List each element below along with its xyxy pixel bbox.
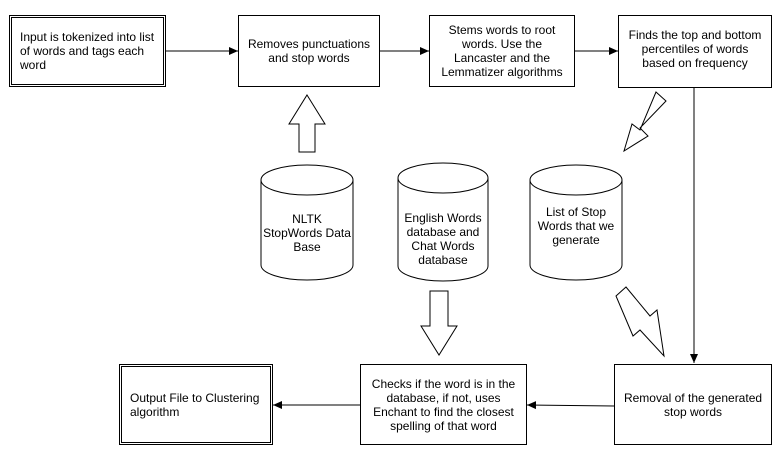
- arrow-removal-to-checks: [526, 401, 615, 410]
- block-arrow-nltk-up: [288, 94, 326, 153]
- node-tokenize-label: Input is tokenized into list of words an…: [20, 30, 155, 72]
- cylinder-generated-label: List of Stop Words that we generate: [536, 198, 616, 254]
- node-find-percentiles-label: Finds the top and bottom percentiles of …: [628, 28, 762, 70]
- node-stem-words-label: Stems words to root words. Use the Lanca…: [441, 23, 563, 79]
- cylinder-english-chat-words: [397, 162, 489, 282]
- node-remove-punctuation-label: Removes punctuations and stop words: [247, 37, 371, 65]
- cylinder-generated-text: List of Stop Words that we generate: [537, 205, 615, 247]
- cylinder-nltk-stopwords: [260, 164, 354, 281]
- node-find-percentiles: Finds the top and bottom percentiles of …: [618, 15, 772, 88]
- node-check-database: Checks if the word is in the database, i…: [360, 364, 527, 445]
- block-arrow-to-generated-list: [623, 91, 667, 153]
- node-output-file-label: Output File to Clustering algorithm: [130, 391, 260, 419]
- node-output-file: Output File to Clustering algorithm: [119, 364, 273, 445]
- block-arrow-english-down: [420, 290, 458, 356]
- node-remove-generated: Removal of the generated stop words: [614, 364, 772, 445]
- cylinder-nltk-label: NLTK StopWords Data Base: [263, 205, 351, 261]
- node-remove-punctuation: Removes punctuations and stop words: [238, 15, 380, 87]
- node-stem-words: Stems words to root words. Use the Lanca…: [429, 15, 575, 87]
- cylinder-english-text: English Words database and Chat Words da…: [404, 211, 482, 267]
- block-arrow-generated-to-removal: [615, 286, 665, 358]
- node-check-database-label: Checks if the word is in the database, i…: [371, 376, 516, 433]
- node-tokenize: Input is tokenized into list of words an…: [9, 15, 166, 87]
- node-remove-generated-label: Removal of the generated stop words: [623, 390, 763, 419]
- cylinder-generated-stopwords: [529, 164, 623, 281]
- cylinder-english-label: English Words database and Chat Words da…: [396, 204, 490, 274]
- cylinder-nltk-text: NLTK StopWords Data Base: [263, 212, 351, 254]
